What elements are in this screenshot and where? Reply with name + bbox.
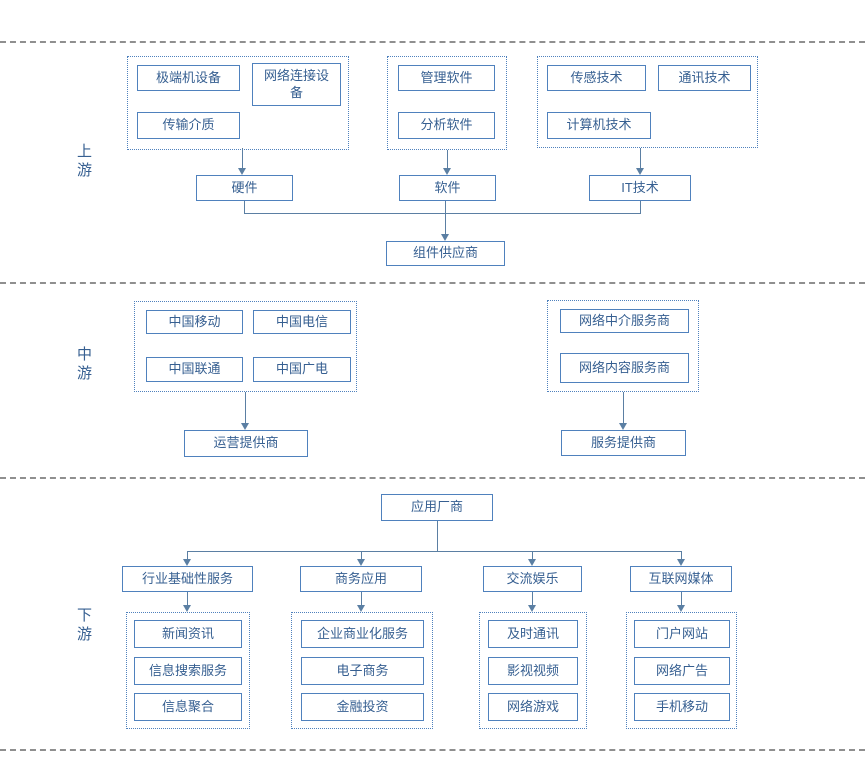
connector-line — [242, 148, 243, 169]
node-transmission-media: 传输介质 — [137, 112, 240, 139]
upstream-software-group — [387, 56, 507, 150]
node-business-application: 商务应用 — [300, 566, 422, 592]
upstream-hardware-group — [127, 56, 349, 150]
node-communication-entertainment: 交流娱乐 — [483, 566, 582, 592]
downstream-section-label: 下游 — [75, 607, 92, 645]
node-info-aggregation: 信息聚合 — [134, 693, 242, 721]
node-online-games: 网络游戏 — [488, 693, 578, 721]
downstream-group-entertainment — [479, 612, 587, 729]
connector-line — [681, 551, 682, 560]
connector-line — [681, 592, 682, 606]
node-industry-basic-services: 行业基础性服务 — [122, 566, 253, 592]
arrow-head — [619, 423, 627, 430]
node-financial-investment: 金融投资 — [301, 693, 424, 721]
node-management-software: 管理软件 — [398, 65, 495, 91]
node-computer-technology: 计算机技术 — [547, 112, 651, 139]
node-china-broadcast: 中国广电 — [253, 357, 351, 382]
arrow-head — [357, 605, 365, 612]
connector-line — [447, 150, 448, 169]
connector-line — [640, 148, 641, 169]
connector-line — [187, 551, 681, 552]
node-analysis-software: 分析软件 — [398, 112, 495, 139]
midstream-carriers-group — [134, 301, 357, 392]
downstream-group-business — [291, 612, 433, 729]
node-china-mobile: 中国移动 — [146, 310, 243, 334]
arrow-head — [183, 605, 191, 612]
node-info-search-service: 信息搜索服务 — [134, 657, 242, 685]
node-news-info: 新闻资讯 — [134, 620, 242, 648]
downstream-group-industry-basic — [126, 612, 250, 729]
node-internet-media: 互联网媒体 — [630, 566, 732, 592]
node-sensor-technology: 传感技术 — [547, 65, 646, 91]
node-app-vendor: 应用厂商 — [381, 494, 493, 521]
arrow-head — [441, 234, 449, 241]
node-communication-technology: 通讯技术 — [658, 65, 751, 91]
node-component-supplier: 组件供应商 — [386, 241, 505, 266]
connector-line — [532, 551, 533, 560]
connector-line — [187, 592, 188, 606]
node-operator-provider: 运营提供商 — [184, 430, 308, 457]
node-network-intermediary-sp: 网络中介服务商 — [560, 309, 689, 333]
connector-line — [244, 201, 245, 214]
node-network-connection-equipment: 网络连接设备 — [252, 63, 341, 106]
arrow-head — [183, 559, 191, 566]
node-software: 软件 — [399, 175, 496, 201]
connector-line — [361, 551, 362, 560]
midstream-section-label: 中游 — [75, 346, 92, 384]
arrow-head — [443, 168, 451, 175]
separator-upstream-midstream — [0, 282, 865, 284]
arrow-head — [241, 423, 249, 430]
arrow-head — [238, 168, 246, 175]
separator-midstream-downstream — [0, 477, 865, 479]
separator-bottom — [0, 749, 865, 751]
node-it-technology: IT技术 — [589, 175, 691, 201]
node-instant-messaging: 及时通讯 — [488, 620, 578, 648]
node-enterprise-commercialization: 企业商业化服务 — [301, 620, 424, 648]
arrow-head — [677, 605, 685, 612]
connector-line — [445, 201, 446, 235]
node-e-commerce: 电子商务 — [301, 657, 424, 685]
node-portal-website: 门户网站 — [634, 620, 730, 648]
arrow-head — [528, 605, 536, 612]
node-china-telecom: 中国电信 — [253, 310, 351, 334]
connector-line — [187, 551, 188, 560]
separator-top — [0, 41, 865, 43]
node-mobile: 手机移动 — [634, 693, 730, 721]
node-network-content-sp: 网络内容服务商 — [560, 353, 689, 383]
connector-line — [640, 201, 641, 214]
node-hardware: 硬件 — [196, 175, 293, 201]
node-terminal-equipment: 极端机设备 — [137, 65, 240, 91]
node-china-unicom: 中国联通 — [146, 357, 243, 382]
connector-line — [244, 213, 641, 214]
node-video-media: 影视视频 — [488, 657, 578, 685]
connector-line — [623, 392, 624, 423]
node-service-provider: 服务提供商 — [561, 430, 686, 456]
node-network-advertising: 网络广告 — [634, 657, 730, 685]
arrow-head — [677, 559, 685, 566]
downstream-group-media — [626, 612, 737, 729]
arrow-head — [528, 559, 536, 566]
upstream-it-group — [537, 56, 758, 148]
arrow-head — [357, 559, 365, 566]
connector-line — [361, 592, 362, 606]
midstream-network-sp-group — [547, 300, 699, 392]
upstream-section-label: 上游 — [75, 143, 92, 181]
arrow-head — [636, 168, 644, 175]
connector-line — [532, 592, 533, 606]
connector-line — [245, 392, 246, 423]
connector-line — [437, 521, 438, 551]
